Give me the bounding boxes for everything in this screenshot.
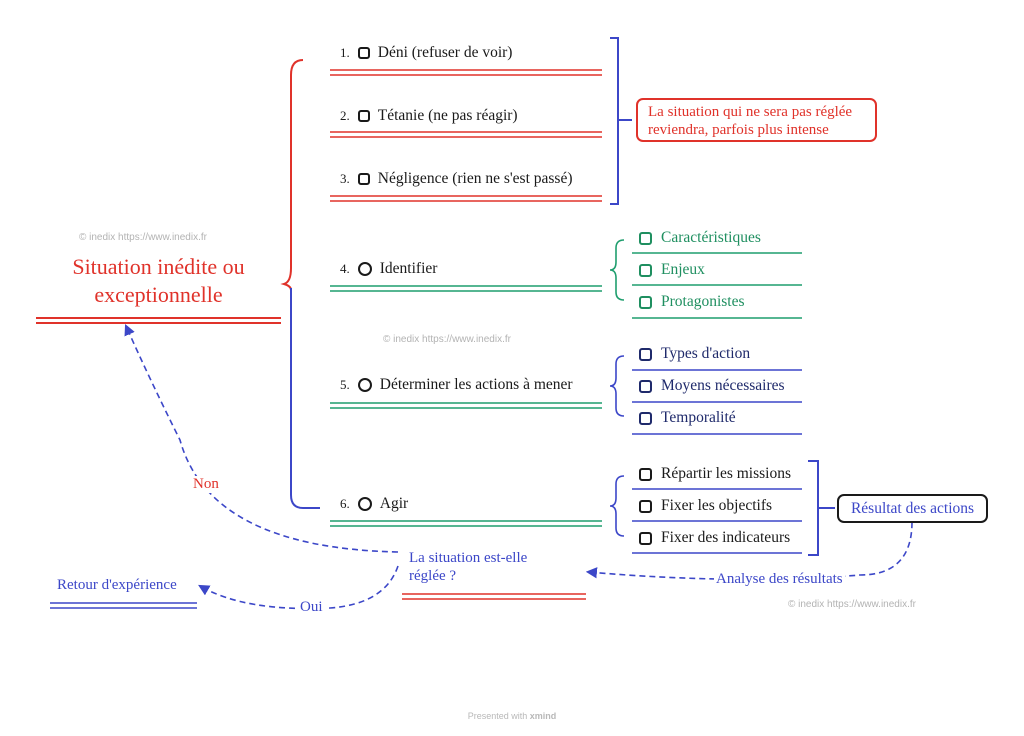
option-number: 3. (340, 171, 350, 186)
option-underline-2 (330, 131, 602, 138)
identifier-item-2[interactable]: Enjeux (639, 261, 705, 279)
option-label: Négligence (rien ne s'est passé) (377, 170, 573, 187)
checkbox-icon[interactable] (639, 295, 652, 309)
subitem-label: Caractéristiques (661, 229, 761, 246)
feedback-underline (50, 602, 197, 609)
central-topic[interactable]: Situation inédite ou exceptionnelle (36, 253, 281, 309)
subitem-label: Fixer les objectifs (661, 497, 773, 514)
option-1[interactable]: 1. Déni (refuser de voir) (340, 44, 512, 62)
analysis-label: Analyse des résultats (714, 571, 845, 588)
central-topic-underline (36, 317, 281, 324)
option-number: 6. (340, 496, 350, 511)
red-branch-brace (280, 59, 304, 291)
central-topic-line-2: exceptionnelle (94, 282, 223, 307)
subitem-label: Types d'action (661, 345, 751, 362)
question-to-feedback-arrow (198, 565, 399, 610)
agir-item-2[interactable]: Fixer les objectifs (639, 497, 772, 515)
checkbox-icon[interactable] (639, 467, 652, 481)
agir-underlines (632, 488, 802, 554)
radio-icon[interactable] (357, 378, 372, 392)
question-to-topic-arrow (124, 323, 399, 553)
warning-note-line-2: reviendra, parfois plus intense (648, 122, 829, 138)
identifier-item-1[interactable]: Caractéristiques (639, 229, 761, 247)
yes-label: Oui (298, 599, 325, 616)
negative-options-bracket (610, 37, 632, 205)
subitem-label: Enjeux (661, 261, 705, 278)
identifier-underlines (632, 252, 802, 319)
watermark-1: © inedix https://www.inedix.fr (79, 232, 207, 243)
option-5[interactable]: 5. Déterminer les actions à mener (340, 376, 573, 394)
agir-item-1[interactable]: Répartir les missions (639, 465, 791, 483)
checkbox-icon[interactable] (639, 231, 652, 245)
warning-note-line-1: La situation qui ne sera pas réglée (648, 104, 853, 120)
option-label: Agir (379, 495, 409, 512)
option-underline-5 (330, 402, 602, 409)
option-number: 1. (340, 45, 350, 60)
subitem-label: Moyens nécessaires (661, 377, 785, 394)
option-underline-3 (330, 195, 602, 202)
option-label: Déni (refuser de voir) (377, 44, 513, 61)
subitem-label: Temporalité (661, 409, 736, 426)
footer-prefix: Presented with (467, 711, 528, 721)
determiner-brace (609, 355, 625, 417)
checkbox-icon[interactable] (639, 347, 652, 361)
agir-result-bracket (808, 460, 835, 556)
subitem-label: Répartir les missions (661, 465, 792, 482)
checkbox-icon[interactable] (357, 47, 370, 59)
checkbox-icon[interactable] (639, 531, 652, 545)
blue-branch-brace (290, 288, 320, 509)
option-2[interactable]: 2. Tétanie (ne pas réagir) (340, 107, 518, 125)
footer: Presented with xmind (0, 711, 1024, 721)
checkbox-icon[interactable] (639, 263, 652, 277)
subitem-label: Fixer des indicateurs (661, 529, 791, 546)
determiner-underlines (632, 369, 802, 435)
watermark-2: © inedix https://www.inedix.fr (383, 334, 511, 345)
identifier-brace (609, 239, 625, 301)
agir-item-3[interactable]: Fixer des indicateurs (639, 529, 790, 547)
footer-brand[interactable]: xmind (529, 711, 557, 721)
central-topic-line-1: Situation inédite ou (72, 254, 245, 279)
agir-brace (609, 475, 625, 537)
identifier-item-3[interactable]: Protagonistes (639, 293, 745, 311)
option-number: 4. (340, 261, 350, 276)
option-6[interactable]: 6. Agir (340, 495, 408, 513)
watermark-3: © inedix https://www.inedix.fr (788, 599, 916, 610)
option-underline-4 (330, 285, 602, 292)
checkbox-icon[interactable] (639, 411, 652, 425)
checkbox-icon[interactable] (357, 110, 370, 122)
feedback-node[interactable]: Retour d'expérience (57, 577, 177, 593)
checkbox-icon[interactable] (639, 379, 652, 393)
question-node[interactable]: La situation est-elle réglée ? (409, 549, 527, 585)
radio-icon[interactable] (357, 262, 372, 276)
option-underline-1 (330, 69, 602, 76)
checkbox-icon[interactable] (639, 499, 652, 513)
result-box[interactable]: Résultat des actions (837, 494, 988, 523)
option-3[interactable]: 3. Négligence (rien ne s'est passé) (340, 170, 573, 188)
determiner-item-2[interactable]: Moyens nécessaires (639, 377, 785, 395)
option-label: Tétanie (ne pas réagir) (377, 107, 518, 124)
radio-icon[interactable] (357, 497, 372, 511)
question-line-1: La situation est-elle (409, 550, 528, 566)
option-underline-6 (330, 520, 602, 527)
determiner-item-1[interactable]: Types d'action (639, 345, 750, 363)
option-number: 2. (340, 108, 350, 123)
question-line-2: réglée ? (409, 568, 457, 584)
option-number: 5. (340, 377, 350, 392)
question-underline (402, 593, 586, 600)
no-label: Non (191, 476, 221, 493)
option-label: Identifier (379, 260, 438, 277)
determiner-item-3[interactable]: Temporalité (639, 409, 736, 427)
subitem-label: Protagonistes (661, 293, 745, 310)
checkbox-icon[interactable] (357, 173, 370, 185)
warning-note[interactable]: La situation qui ne sera pas réglée revi… (636, 98, 877, 142)
option-4[interactable]: 4. Identifier (340, 260, 437, 278)
option-label: Déterminer les actions à mener (379, 376, 573, 393)
